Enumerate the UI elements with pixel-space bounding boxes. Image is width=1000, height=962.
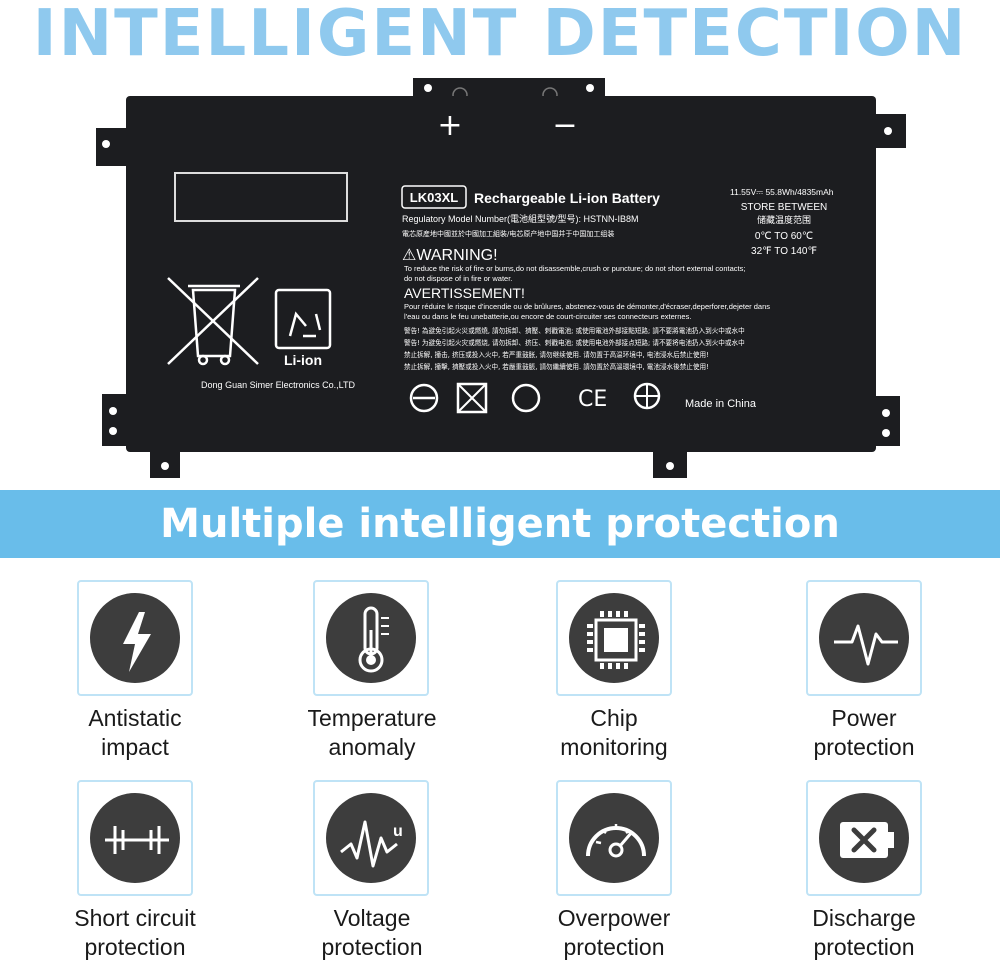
- page-title: INTELLIGENT DETECTION: [32, 0, 968, 71]
- made-in: Made in China: [685, 398, 757, 410]
- battery-specs: 11.55V⎓ 55.8Wh/4835mAh: [730, 187, 834, 197]
- cn-warning-1: 警告! 為避免引起火災或燃燒, 請勿拆卸、擠壓、刺戳電池; 或使用電池外部接點短…: [404, 326, 745, 335]
- feature-card-chip: [556, 580, 672, 696]
- banner: Multiple intelligent protection: [0, 490, 1000, 558]
- cn-warning-3: 禁止拆解, 撞击, 挤压或投入火中, 若严重鼓胀, 请勿继续使用. 请勿置于高温…: [404, 350, 709, 359]
- feature-card-antistatic: [77, 580, 193, 696]
- model-number: LK03XL: [410, 190, 458, 205]
- pulse-wave-icon: [834, 624, 898, 666]
- cell-origin: 電芯原産地中國並於中國加工組裝/电芯原产地中国并于中国加工组装: [402, 229, 614, 238]
- banner-text: Multiple intelligent protection: [160, 501, 840, 547]
- warning-text-1: To reduce the risk of fire or burns,do n…: [404, 264, 745, 273]
- store-between: STORE BETWEEN: [741, 202, 828, 213]
- temp-fahrenheit: 32℉ TO 140℉: [751, 246, 817, 257]
- battery-image: + − LK03XL Rechargeable Li-ion Battery R…: [0, 78, 1000, 483]
- chip-icon: [587, 611, 645, 669]
- li-ion-label: Li-ion: [284, 352, 322, 368]
- lightning-bolt-icon: [123, 612, 151, 672]
- feature-card-temperature: [313, 580, 429, 696]
- battery-x-icon: [840, 822, 894, 858]
- plus-terminal-label: +: [437, 108, 462, 143]
- warning-text-2: do not dispose of in fire or water.: [404, 274, 512, 283]
- feature-card-voltage: u: [313, 780, 429, 896]
- warning-title: ⚠WARNING!: [402, 247, 498, 264]
- speedometer-icon: [586, 824, 646, 858]
- cn-warning-4: 禁止拆解, 撞擊, 擠壓或投入火中, 若嚴重鼓脹, 請勿繼續使用. 請勿置於高溫…: [404, 362, 709, 371]
- cn-warning-2: 警告! 为避免引起火灾或燃烧, 请勿拆卸、挤压、刺戳电池; 或使用电池外部接点短…: [404, 338, 745, 347]
- feature-card-short-circuit: [77, 780, 193, 896]
- regulatory-model: Regulatory Model Number(電池組型號/型号): HSTNN…: [402, 213, 639, 224]
- temp-celsius: 0℃ TO 60℃: [755, 231, 813, 242]
- short-circuit-icon: [105, 826, 169, 854]
- thermometer-icon: [358, 606, 389, 673]
- voltage-wave-icon: u: [340, 820, 403, 868]
- avertissement-text-2: l'eau ou dans le feu unebatterie,ou enco…: [404, 312, 691, 321]
- battery-name: Rechargeable Li-ion Battery: [474, 190, 660, 206]
- minus-terminal-label: −: [552, 108, 577, 143]
- company-name: Dong Guan Simer Electronics Co.,LTD: [201, 380, 355, 390]
- ce-mark: CE: [578, 387, 607, 412]
- battery-illustration: + − LK03XL Rechargeable Li-ion Battery R…: [96, 78, 906, 478]
- feature-card-power: [806, 580, 922, 696]
- feature-card-discharge: [806, 780, 922, 896]
- avertissement-title: AVERTISSEMENT!: [404, 285, 525, 301]
- avertissement-text-1: Pour réduire le risque d'incendie ou de …: [404, 302, 770, 311]
- voltage-icon-letter: u: [393, 823, 403, 840]
- store-between-cn: 储藏温度范围: [757, 214, 811, 226]
- feature-card-overpower: [556, 780, 672, 896]
